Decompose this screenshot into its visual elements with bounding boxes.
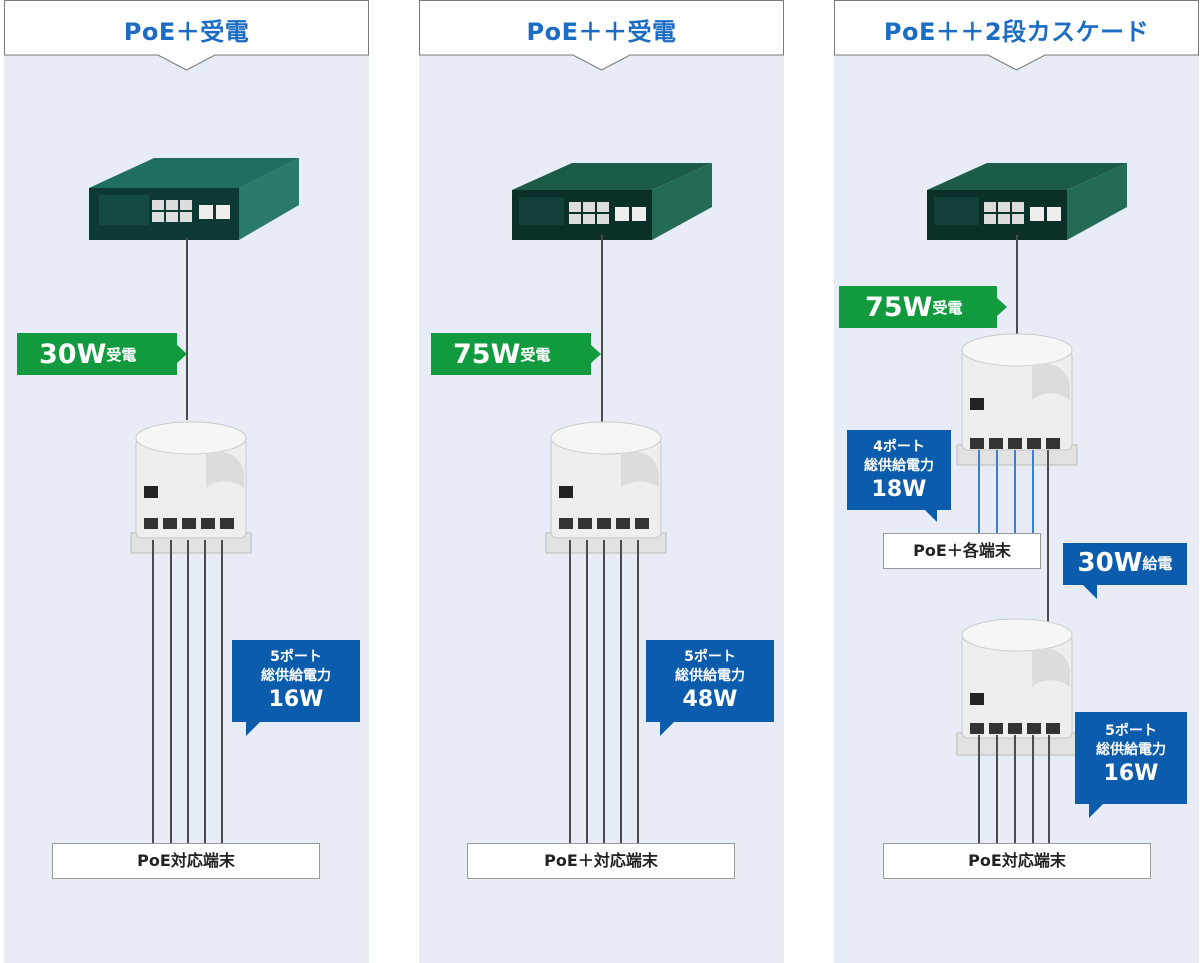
cascade-power-value: 30W: [1077, 548, 1143, 578]
port-cable-4: [620, 540, 622, 845]
cascade-power-tag: 30W給電: [1063, 543, 1187, 585]
power-callout: 5ポート 総供給電力 48W: [646, 640, 774, 722]
poe-hub-device: [545, 421, 667, 554]
header-title: PoE＋＋受電: [526, 18, 677, 46]
received-power-value: 75W: [453, 339, 521, 370]
received-power-tag: 30W受電: [17, 333, 177, 375]
port-cable-4: [204, 540, 206, 845]
port-cable-3: [1014, 735, 1016, 845]
network-switch: [927, 163, 1127, 240]
received-power-value: 75W: [865, 292, 933, 323]
uplink-cable: [1016, 235, 1018, 335]
header-banner-shape: [834, 0, 1199, 71]
terminal-label: PoE＋対応端末: [467, 843, 735, 879]
port-cable-1: [152, 540, 154, 845]
port-cable-1: [978, 735, 980, 845]
uplink-cable: [186, 238, 188, 420]
port-cable-5: [1048, 735, 1050, 845]
poe-hub-lower: [956, 618, 1078, 756]
tag-arrow-icon: [591, 345, 601, 363]
port-cable-5: [637, 540, 639, 845]
port-cable-upper-1: [978, 450, 980, 536]
port-cable-1: [569, 540, 571, 845]
uplink-cable: [601, 235, 603, 425]
header-title: PoE＋受電: [123, 18, 250, 46]
received-power-tag: 75W受電: [431, 333, 591, 375]
received-power-unit: 受電: [520, 346, 551, 364]
received-power-unit: 受電: [932, 299, 963, 317]
power-callout-lower: 5ポート 総供給電力 16W: [1075, 712, 1187, 804]
port-cable-3: [187, 540, 189, 845]
received-power-tag: 75W受電: [839, 286, 997, 328]
port-cable-4: [1032, 735, 1034, 845]
terminal-label: PoE対応端末: [52, 843, 320, 879]
header-title: PoE＋＋2段カスケード: [883, 18, 1150, 46]
tag-arrow-icon: [997, 298, 1007, 316]
upper-terminal-label: PoE＋各端末: [883, 533, 1041, 569]
callout-pointer-icon: [925, 510, 937, 522]
callout-pointer-icon: [1083, 585, 1097, 599]
port-cable-5: [221, 540, 223, 845]
port-cable-3: [603, 540, 605, 845]
network-switch: [512, 163, 712, 240]
callout-pointer-icon: [246, 722, 260, 736]
callout-pointer-icon: [660, 722, 674, 736]
poe-hub-upper: [956, 333, 1078, 466]
header-banner-shape: [419, 0, 784, 71]
port-cable-2: [586, 540, 588, 845]
callout-pointer-icon: [1089, 804, 1103, 818]
port-cable-upper-2: [996, 450, 998, 536]
port-cable-upper-4: [1032, 450, 1034, 536]
column-header-2: PoE＋＋受電: [419, 0, 784, 71]
port-cable-upper-3: [1014, 450, 1016, 536]
column-header-1: PoE＋受電: [4, 0, 369, 71]
poe-hub-device: [130, 421, 252, 554]
column-header-3: PoE＋＋2段カスケード: [834, 0, 1199, 71]
cascade-power-unit: 給電: [1142, 554, 1173, 573]
port-cable-2: [170, 540, 172, 845]
received-power-value: 30W: [39, 339, 107, 370]
tag-arrow-icon: [177, 345, 187, 363]
network-switch: [89, 158, 299, 240]
cascade-cable: [1047, 450, 1049, 625]
received-power-unit: 受電: [106, 346, 137, 364]
port-cable-2: [996, 735, 998, 845]
terminal-label: PoE対応端末: [883, 843, 1151, 879]
power-callout: 5ポート 総供給電力 16W: [232, 640, 360, 722]
power-callout-upper: 4ポート 総供給電力 18W: [847, 430, 951, 510]
header-banner-shape: [4, 0, 369, 71]
